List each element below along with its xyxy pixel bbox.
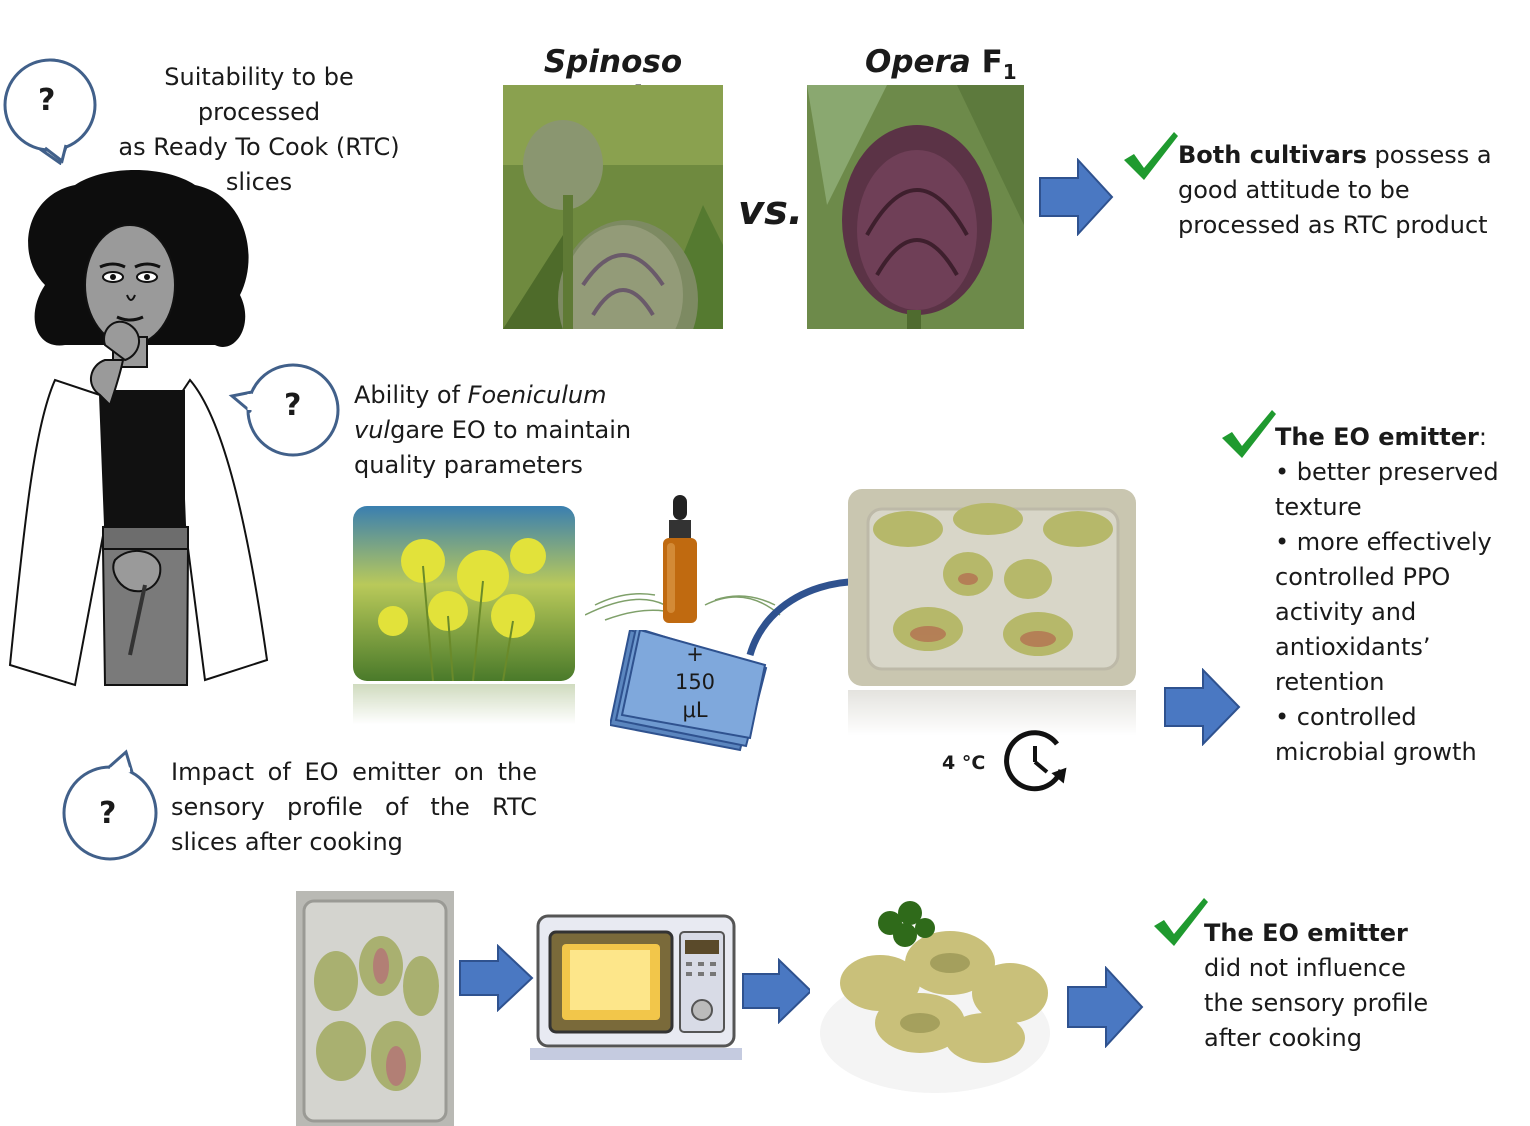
question-2-text: Ability of Foeniculum vulgare EO to main…	[354, 381, 632, 479]
package-reflection	[848, 690, 1136, 735]
artichoke-photo-opera	[807, 85, 1024, 329]
microwave-illustration	[530, 910, 742, 1060]
arrow-right-icon	[458, 944, 534, 1012]
question-bubble-3: ?	[60, 748, 160, 863]
arrow-right-icon	[1038, 158, 1114, 236]
pad-plus: +	[686, 642, 704, 666]
fennel-reflection	[353, 684, 575, 724]
arrow-right-icon	[1066, 966, 1144, 1048]
storage-temperature: 4 °C	[942, 752, 986, 774]
checkmark-icon	[1122, 130, 1180, 182]
checkmark-icon	[1220, 408, 1278, 460]
question-mark: ?	[284, 388, 302, 423]
pad-unit: μL	[682, 698, 708, 722]
question-mark: ?	[99, 796, 117, 831]
question-3-text: Impact of EO emitter on the sensory prof…	[171, 758, 537, 856]
clock-icon	[1003, 730, 1073, 794]
rtc-tray-photo	[296, 891, 454, 1126]
fennel-field-photo	[353, 506, 575, 681]
checkmark-icon	[1152, 896, 1210, 948]
question-1-text: Suitability to be processed as Ready To …	[118, 63, 400, 196]
scientist-illustration	[5, 165, 295, 705]
question-mark: ?	[38, 83, 56, 118]
result-2-text: The EO emitter: • better preserved textu…	[1275, 423, 1499, 766]
cultivar-label-opera: Opera F1	[865, 44, 1017, 85]
versus-label: vs.	[738, 188, 804, 234]
result-1-text: Both cultivars possess a good attitude t…	[1178, 141, 1492, 239]
pad-volume: 150	[674, 670, 716, 694]
artichoke-photo-spinoso-sardo	[503, 85, 723, 329]
arrow-right-icon	[741, 958, 813, 1024]
question-bubble-1: ?	[0, 55, 100, 166]
emitter-pad: + 150 μL	[608, 626, 770, 755]
question-bubble-2: ?	[228, 360, 343, 460]
packaged-slices-photo	[848, 489, 1136, 686]
result-3-text: The EO emitter did not influence the sen…	[1204, 919, 1429, 1052]
cooked-artichoke-bowl-photo	[810, 893, 1060, 1095]
arrow-right-icon	[1163, 668, 1241, 746]
essential-oil-bottle-illustration	[584, 495, 785, 635]
